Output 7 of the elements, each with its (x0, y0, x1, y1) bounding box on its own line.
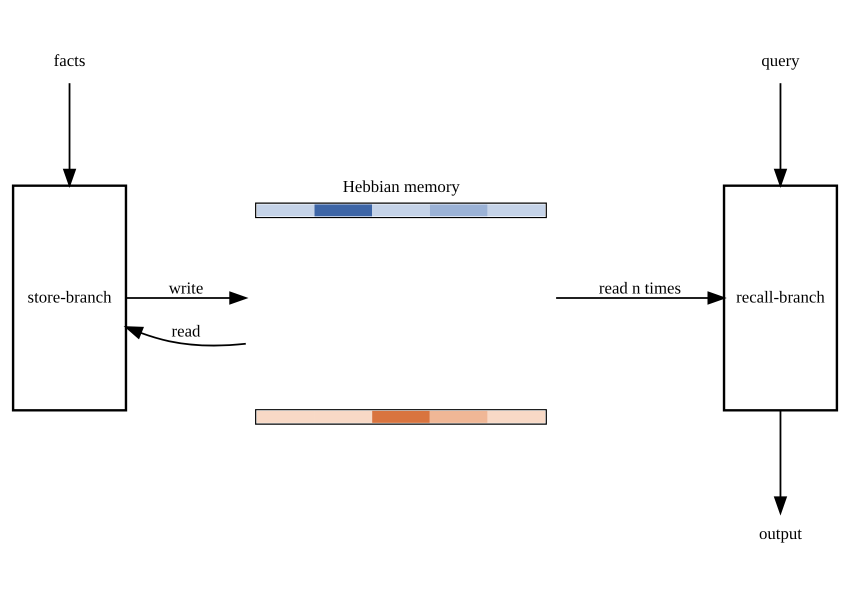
node-text: facts (54, 50, 86, 70)
node-text: output (759, 524, 802, 543)
edge-label: read (172, 321, 200, 340)
edge-label: read n times (598, 278, 682, 297)
node-text: query (761, 50, 800, 70)
edge-label: write (168, 278, 204, 297)
node-label: Hebbian memory (342, 176, 460, 196)
